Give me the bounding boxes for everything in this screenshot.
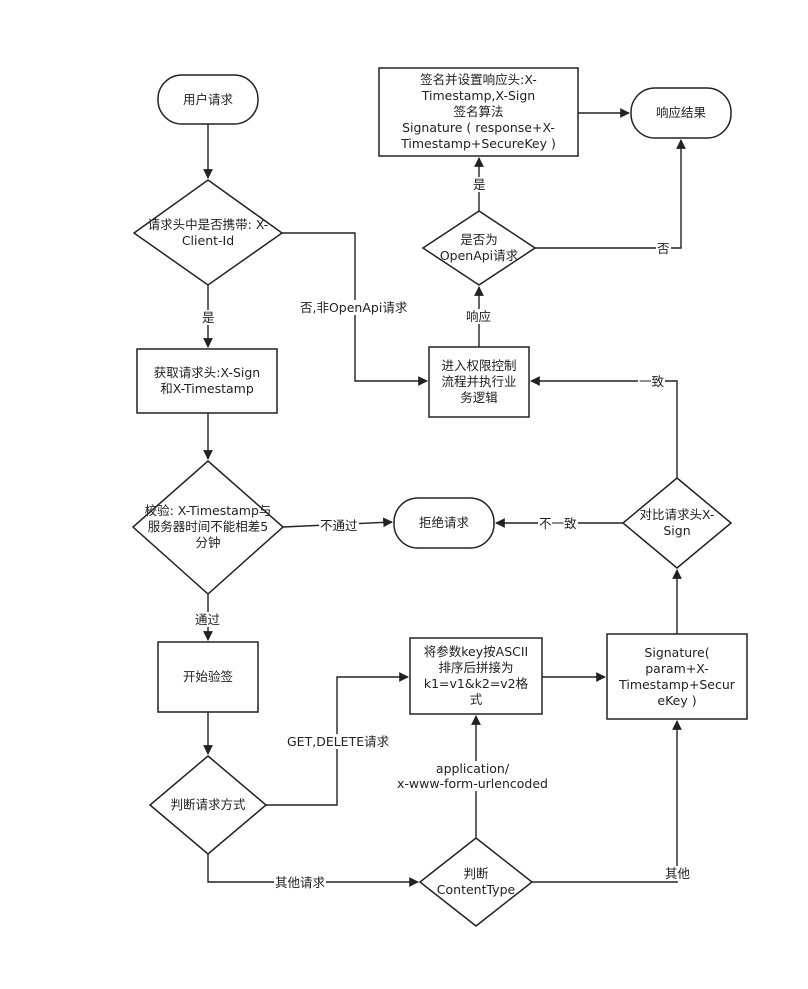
edge-label-not-passed: 不通过 xyxy=(319,518,359,533)
node-sign-response-shape xyxy=(378,67,579,157)
node-reject-shape xyxy=(393,497,495,549)
node-response-result-shape xyxy=(630,87,732,139)
node-check-timestamp-shape xyxy=(131,460,285,596)
node-permission-control-shape xyxy=(428,346,530,418)
node-signature-param-shape xyxy=(606,633,748,720)
node-check-client-id-shape xyxy=(132,179,284,286)
edge-compare-to-permission xyxy=(530,376,678,478)
edge-label-respond: 响应 xyxy=(465,309,493,324)
edge-label-get-delete: GET,DELETE请求 xyxy=(286,734,391,749)
node-sort-params-shape xyxy=(409,637,543,715)
edge-label-mismatch: 不一致 xyxy=(538,516,578,531)
node-judge-method-shape xyxy=(148,755,268,855)
edge-label-yes-client-id: 是 xyxy=(201,310,216,325)
edge-label-other-request: 其他请求 xyxy=(274,875,327,890)
edge-label-not-openapi: 否,非OpenApi请求 xyxy=(299,300,409,315)
edge-label-form-urlencoded: application/ x-www-form-urlencoded xyxy=(396,761,549,791)
edge-openapi-to-result xyxy=(535,139,686,249)
node-judge-content-type-shape xyxy=(418,837,534,927)
node-get-headers-shape xyxy=(136,348,278,414)
edge-label-yes-openapi: 是 xyxy=(472,177,487,192)
node-user-request-shape xyxy=(157,74,259,125)
edge-label-no-openapi: 否 xyxy=(656,241,671,256)
edge-method-to-content-type xyxy=(207,854,419,887)
node-is-openapi-shape xyxy=(421,210,537,286)
edge-label-passed: 通过 xyxy=(194,612,222,627)
node-compare-sign-shape xyxy=(621,477,733,569)
edge-content-type-to-signature xyxy=(532,720,682,883)
edge-label-other: 其他 xyxy=(664,866,692,881)
edge-label-match: 一致 xyxy=(638,374,666,389)
node-start-verify-shape xyxy=(157,641,259,713)
